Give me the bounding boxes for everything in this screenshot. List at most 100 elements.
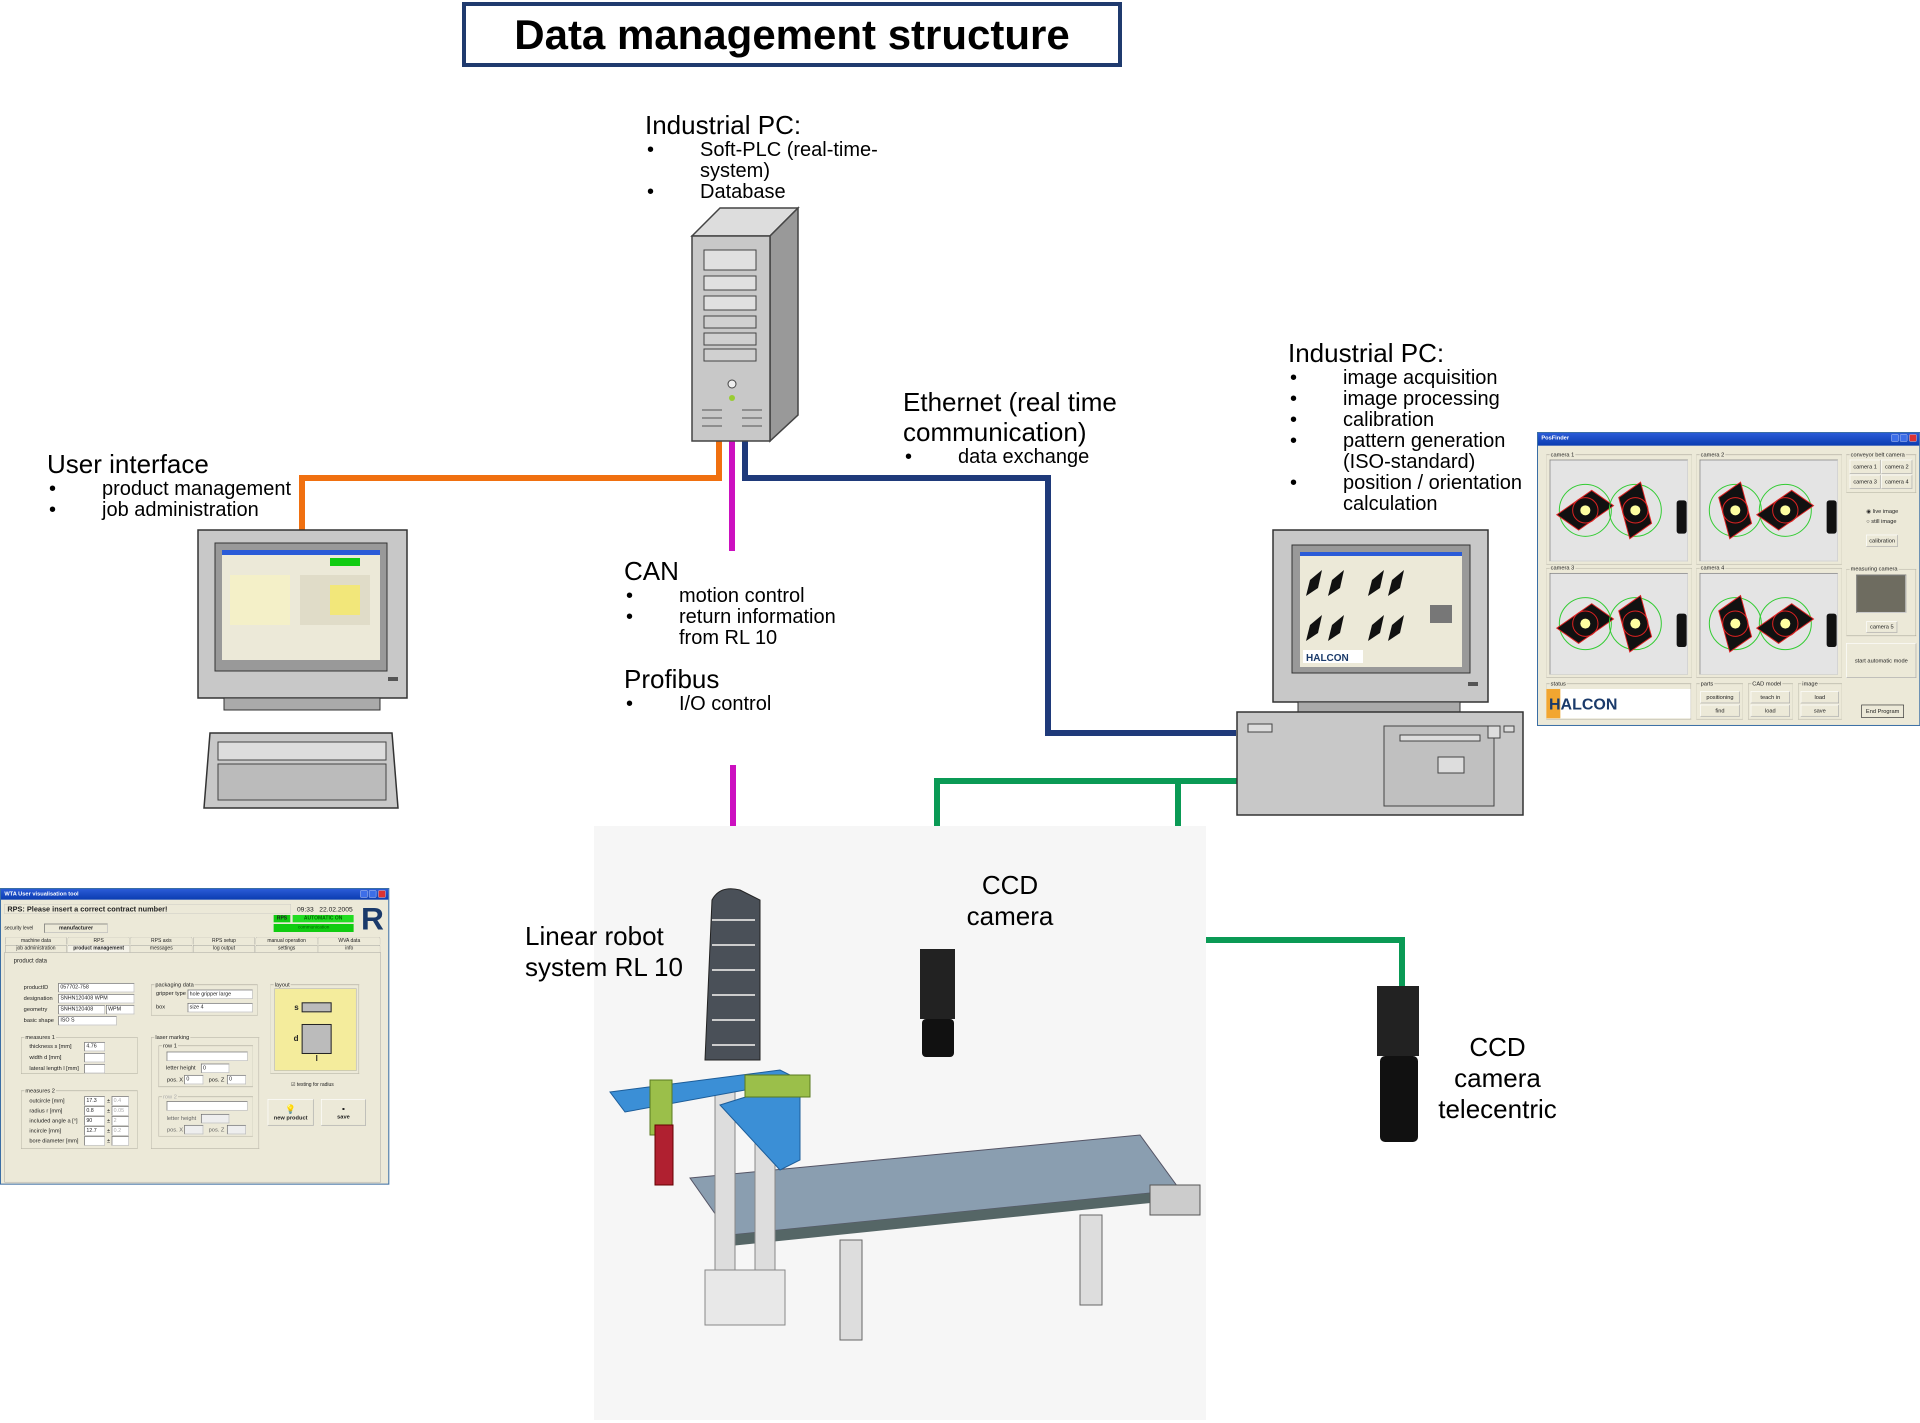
- group-label: camera 4: [1699, 564, 1726, 572]
- field-select[interactable]: ISO S: [58, 1015, 117, 1026]
- measure-input[interactable]: 90: [84, 1116, 105, 1126]
- field-select[interactable]: SNHN120408 WPM: [58, 993, 135, 1004]
- box-select[interactable]: size 4: [187, 1002, 253, 1013]
- field-select[interactable]: SNHN120408: [58, 1004, 105, 1015]
- end-program-button[interactable]: End Program: [1861, 704, 1904, 718]
- row1-text-input[interactable]: [166, 1051, 248, 1061]
- close-button[interactable]: [378, 890, 386, 898]
- live-image-radio[interactable]: ◉ live image: [1866, 507, 1899, 515]
- group-label: laser marking: [154, 1033, 191, 1041]
- tolerance-input[interactable]: 0.05: [111, 1106, 129, 1116]
- testing-radius-checkbox[interactable]: ☑ testing for radius: [290, 1081, 334, 1088]
- bullet: pattern generation (ISO-standard): [1288, 431, 1538, 473]
- tab-rps-setup[interactable]: RPS setup: [192, 937, 255, 945]
- pos-z-label: pos. Z: [208, 1076, 225, 1083]
- plus-minus-label: ±: [106, 1137, 111, 1144]
- user-interface-label: User interface product managementjob adm…: [47, 449, 307, 521]
- still-image-radio[interactable]: ○ still image: [1866, 517, 1897, 525]
- camera-2-button[interactable]: camera 2: [1881, 459, 1913, 474]
- calibration-button[interactable]: calibration: [1866, 534, 1898, 547]
- field-select-2[interactable]: WPM: [105, 1004, 135, 1015]
- d-label: d: [293, 1033, 299, 1043]
- measure-input[interactable]: [84, 1063, 105, 1074]
- measure-input[interactable]: 17.3: [84, 1096, 105, 1106]
- tab-settings[interactable]: settings: [255, 944, 318, 953]
- tab-log-output[interactable]: log output: [192, 944, 255, 953]
- tab-job-administration[interactable]: job administration: [4, 944, 67, 953]
- server-tower-icon: [690, 206, 800, 443]
- row2-pos-x-input[interactable]: [184, 1124, 204, 1135]
- tolerance-input[interactable]: 0.4: [111, 1096, 129, 1106]
- image-load-button[interactable]: load: [1800, 691, 1839, 704]
- camera-3-button[interactable]: camera 3: [1849, 474, 1881, 489]
- measure-input[interactable]: 12.7: [84, 1126, 105, 1136]
- image-save-button[interactable]: save: [1800, 704, 1839, 717]
- tab-product-management[interactable]: product management: [67, 944, 130, 953]
- tab-rps-axis[interactable]: RPS axis: [130, 937, 193, 945]
- bullet: image processing: [1288, 389, 1538, 411]
- tab-info[interactable]: info: [318, 944, 381, 953]
- bullet: return information from RL 10: [624, 607, 864, 649]
- camera-5-button[interactable]: camera 5: [1866, 621, 1898, 633]
- positioning-button[interactable]: positioning: [1700, 691, 1740, 704]
- heading: CAN: [624, 556, 679, 586]
- field-select[interactable]: 057702-758: [58, 982, 135, 993]
- bullet: Soft-PLC (real-time-system): [645, 140, 905, 182]
- measuring-camera-group: measuring camera: [1846, 565, 1917, 637]
- maximize-button[interactable]: [1899, 434, 1908, 442]
- measure-input[interactable]: 0.8: [84, 1106, 105, 1116]
- tab-rps[interactable]: RPS: [67, 937, 130, 945]
- tolerance-input[interactable]: 2: [111, 1116, 129, 1126]
- gripper-type-select[interactable]: hole gripper large: [187, 989, 253, 999]
- row2-pos-z-input[interactable]: [226, 1124, 246, 1135]
- tab-machine-data[interactable]: machine data: [4, 937, 67, 945]
- close-button[interactable]: [1909, 434, 1917, 442]
- layout-drawing: s d l: [274, 988, 357, 1071]
- ethernet-line: [742, 441, 1236, 736]
- camera-4-button[interactable]: camera 4: [1881, 474, 1913, 489]
- minimize-button[interactable]: [360, 890, 368, 898]
- group-label: layout: [273, 981, 291, 988]
- camera-1-button[interactable]: camera 1: [1849, 459, 1881, 474]
- camera-image: [1699, 459, 1838, 562]
- heading: Industrial PC:: [1288, 338, 1445, 368]
- tab-messages[interactable]: messages: [130, 944, 193, 953]
- minimize-button[interactable]: [1891, 434, 1899, 442]
- measure-label: included angle a [°]: [29, 1117, 78, 1124]
- date: 22.02.2005: [319, 905, 353, 913]
- new-product-button[interactable]: 💡new product: [267, 1098, 314, 1126]
- cad-load-button[interactable]: load: [1750, 704, 1790, 717]
- measure-label: width d [mm]: [29, 1053, 62, 1061]
- cutting-insert-icon: [1708, 481, 1762, 540]
- row2-letter-height-select[interactable]: [200, 1113, 230, 1124]
- laser-marking-group: laser marking: [150, 1033, 260, 1149]
- maximize-button[interactable]: [368, 890, 377, 898]
- group-label: CAD model: [1751, 680, 1783, 687]
- cad-model-group: CAD model: [1747, 680, 1793, 720]
- teach-in-button[interactable]: teach in: [1750, 691, 1790, 704]
- pos-x-input[interactable]: 0: [184, 1074, 204, 1085]
- field-label: geometry: [23, 1005, 48, 1013]
- tolerance-input[interactable]: 0.2: [111, 1126, 129, 1136]
- wta-window: WTA User visualisation tool RPS: Please …: [0, 888, 390, 1185]
- plus-minus-label: ±: [106, 1127, 111, 1134]
- measure-input[interactable]: [84, 1136, 105, 1146]
- tab-manual-operation[interactable]: manual operation: [255, 937, 318, 945]
- pos-z-input[interactable]: 0: [226, 1074, 246, 1085]
- start-automatic-mode-button[interactable]: start automatic mode: [1846, 642, 1917, 678]
- can-label: CAN motion controlreturn information fro…: [624, 556, 864, 649]
- measure-input[interactable]: [84, 1052, 105, 1063]
- save-button[interactable]: ▪save: [320, 1098, 366, 1126]
- automatic-status: AUTOMATIC ON: [292, 914, 354, 923]
- find-button[interactable]: find: [1700, 704, 1740, 717]
- tab-wva-data[interactable]: WVA data: [318, 937, 381, 945]
- letter-height-label: letter height: [165, 1064, 196, 1071]
- halcon-text: HALCON: [1548, 695, 1618, 713]
- measure-input[interactable]: 4.76: [84, 1041, 105, 1052]
- tolerance-input[interactable]: [111, 1136, 129, 1146]
- letter-height-select[interactable]: 0: [200, 1063, 230, 1073]
- button-label: save: [337, 1113, 350, 1120]
- row2-text-input[interactable]: [166, 1101, 248, 1111]
